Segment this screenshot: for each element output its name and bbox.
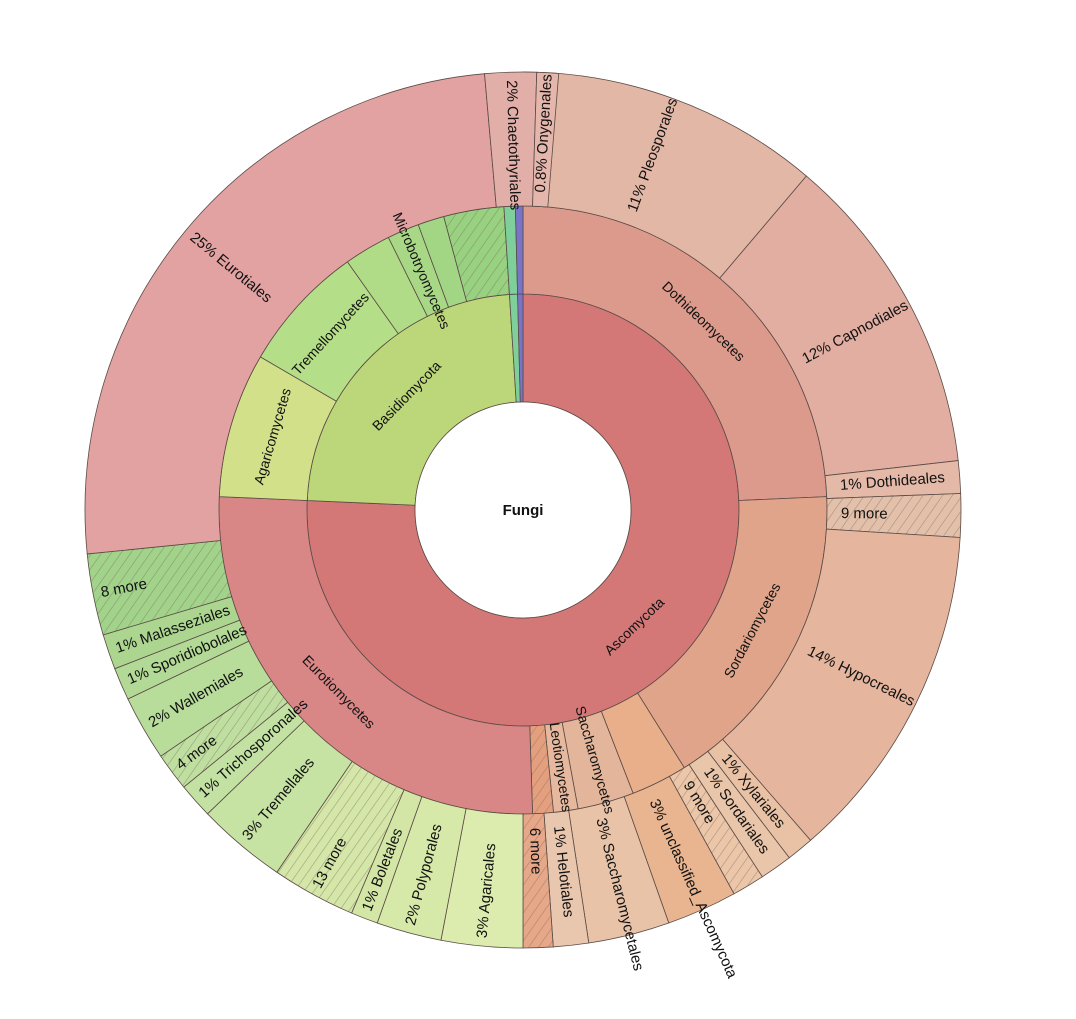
center-label: Fungi — [503, 502, 544, 519]
segment-hatch-bas-more — [87, 540, 232, 635]
label-chaetothyriales: 2% Chaetothyriales — [503, 80, 524, 211]
label-helo-more: 6 more — [526, 827, 545, 874]
segment-hatch-asc-other — [529, 724, 554, 814]
segment-hatch-helo-more — [523, 813, 554, 948]
segment-hatch-doth-more — [826, 493, 962, 538]
center-hole[interactable] — [414, 401, 632, 619]
segment-hatch-agar-more — [276, 761, 405, 914]
segment-eurotiales[interactable] — [84, 73, 497, 555]
segment-hatch-trem-more — [160, 680, 288, 788]
label-onygenales: 0.8% Onygenales — [532, 74, 556, 193]
segment-onygenales[interactable] — [532, 71, 560, 208]
label-doth-more: 9 more — [841, 505, 888, 523]
segment-hatch-bas-other — [443, 206, 510, 302]
segment-hatch-sord-more — [669, 764, 763, 894]
